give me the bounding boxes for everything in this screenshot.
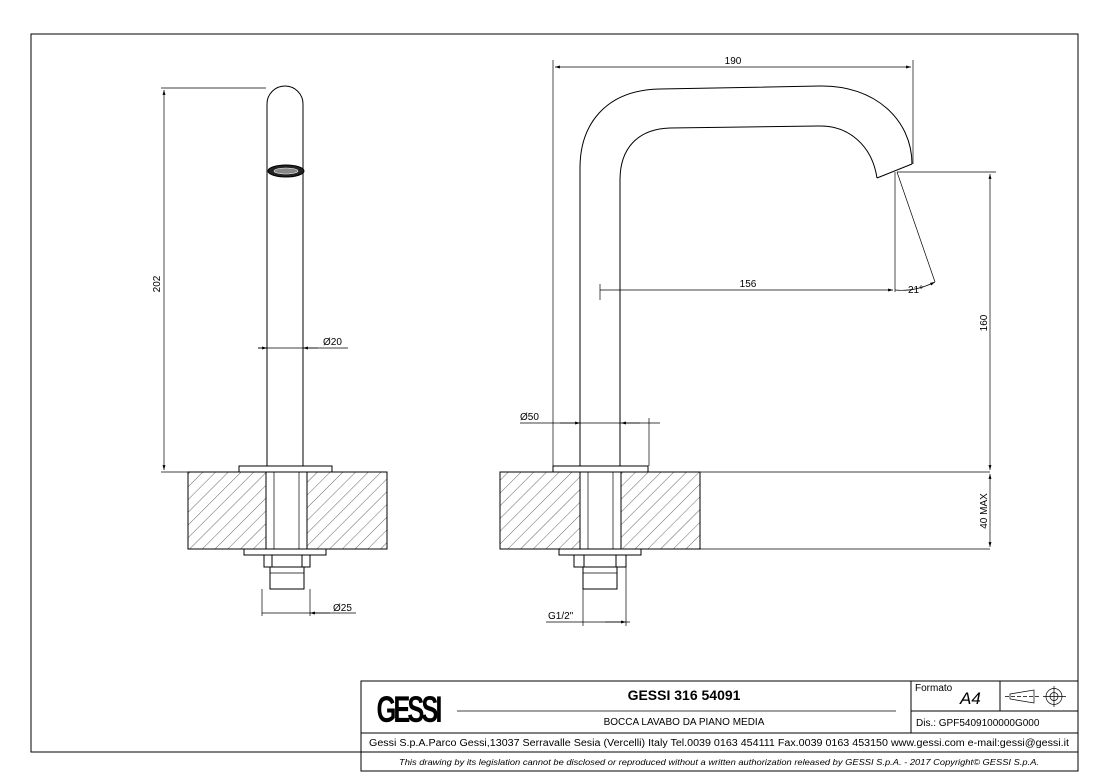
dim-text-156: 156 [740, 279, 757, 290]
dim-text-160: 160 [979, 314, 990, 331]
legal-notice: This drawing by its legislation cannot b… [399, 757, 1039, 767]
side-spout-outer [579, 85, 913, 466]
front-view: 202 Ø20 Ø25 [152, 85, 388, 616]
dim-text-angle: 21° [908, 285, 923, 296]
dim-text-g12: G1/2" [548, 611, 574, 622]
drawing-frame [30, 33, 1079, 753]
first-angle-projection-icon [1005, 686, 1066, 707]
company-info: Gessi S.p.A.Parco Gessi,13037 Serravalle… [369, 738, 1069, 749]
side-base-flange [552, 465, 649, 473]
dim-text-40max: 40 MAX [979, 493, 990, 529]
side-thread [582, 566, 618, 590]
side-washer [558, 548, 642, 556]
title-block: GESSI GESSI 316 54091 BOCCA LAVABO DA PI… [360, 680, 1079, 772]
dim-text-d50: Ø50 [520, 412, 539, 423]
dim-text-190: 190 [725, 56, 742, 67]
front-base-flange [238, 465, 333, 473]
side-view: 190 156 21° 160 40 MAX Ø50 G1/2" [499, 56, 996, 626]
side-shank [579, 471, 622, 550]
front-nut [263, 554, 311, 568]
dim-text-d20: Ø20 [323, 337, 342, 348]
format-label: Formato [915, 683, 953, 694]
side-nut [573, 554, 627, 568]
drawing-number: Dis.: GPF5409100000G000 [916, 718, 1040, 729]
front-spout-tube [266, 85, 304, 466]
product-code: GESSI 316 54091 [628, 687, 741, 703]
side-spout-inner [619, 125, 878, 466]
aerator-icon [267, 164, 305, 178]
side-deck-left [499, 471, 581, 550]
front-thread [269, 566, 305, 590]
front-washer [243, 548, 327, 556]
format-value: A4 [959, 689, 981, 708]
gessi-logo: GESSI [377, 688, 441, 730]
side-deck-right [620, 471, 701, 550]
front-deck-right [306, 471, 388, 550]
front-shank [265, 471, 308, 550]
dim-text-d25: Ø25 [333, 603, 352, 614]
dim-text-202: 202 [152, 275, 163, 292]
product-description: BOCCA LAVABO DA PIANO MEDIA [604, 717, 765, 728]
front-deck-left [187, 471, 267, 550]
